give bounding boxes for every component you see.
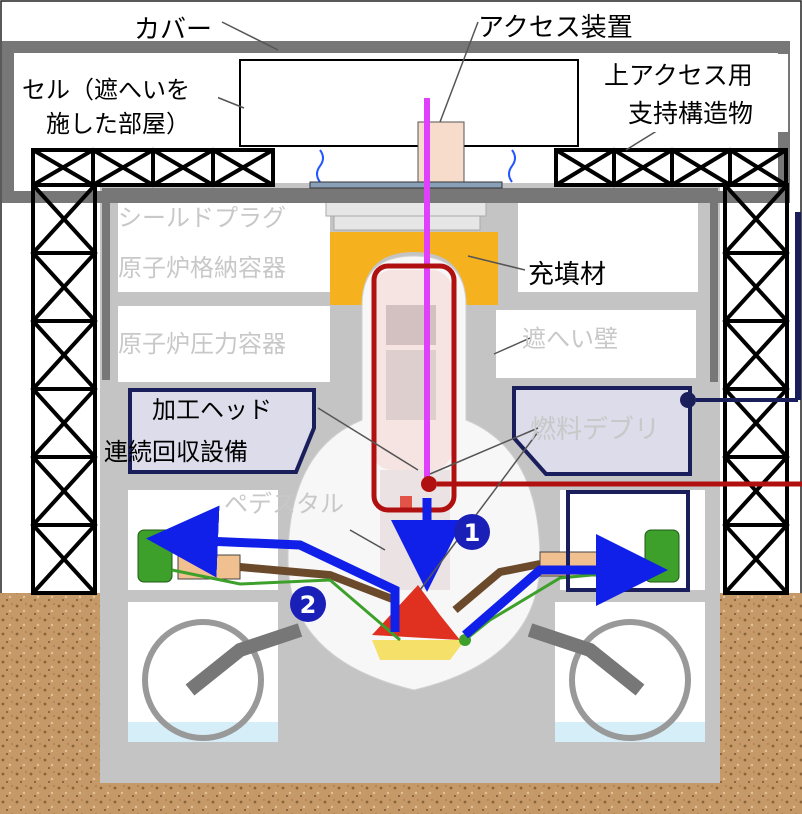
building-wall-outline: [102, 188, 718, 382]
cell-label-line2: 施した部屋）: [46, 110, 190, 138]
pressure-vessel-label: 原子炉圧力容器: [118, 330, 286, 358]
right-recovery-tank: [644, 529, 680, 583]
step-1-number: 1: [464, 519, 481, 547]
left-recovery-tank: [137, 529, 173, 583]
right-pool-manipulator-ring: [569, 619, 691, 741]
flow-arrow-left: [146, 505, 400, 632]
flow-arrow-right: [462, 534, 668, 639]
shield-plug-layer3: [333, 215, 481, 231]
cell-label-line1: セル（遮へいを: [22, 76, 190, 104]
fuel-debris-box: [512, 386, 692, 476]
shield-wall-label: 遮へい壁: [522, 325, 618, 353]
right-pool-room: [555, 602, 705, 742]
left-pool-manipulator-ring: [142, 619, 264, 741]
filling-material: [330, 232, 498, 305]
pedestal-label: ペデスタル: [224, 490, 344, 518]
truss-structure: [30, 147, 790, 595]
access-platform: [309, 181, 503, 189]
cell-room: [239, 59, 579, 147]
shield-plug-layer2: [325, 201, 487, 217]
cover-label: カバー: [134, 15, 212, 45]
access-device-label: アクセス装置: [478, 13, 633, 43]
debris-base: [372, 640, 465, 660]
right-bellows-seal: [508, 149, 516, 183]
left-arm-boom: [239, 563, 397, 604]
left-pool-manipulator-arm: [185, 623, 303, 696]
recovery-equipment-label: 連続回収設備: [104, 438, 248, 466]
left-arm-base: [177, 554, 241, 580]
cell-label-bg: [20, 68, 218, 140]
shield-plug-label: シールドプラグ: [118, 204, 286, 232]
left-bellows-seal: [316, 149, 324, 183]
containment-chamber: [118, 200, 330, 292]
filling-material-label: 充填材: [528, 260, 606, 290]
pedestal-structure: [380, 470, 450, 590]
containment-vessel-label: 原子炉格納容器: [118, 254, 286, 282]
upper-support-label-line1: 上アクセス用: [604, 61, 753, 90]
processing-head-label: 加工ヘッド: [152, 396, 272, 424]
processing-zone-marker: [421, 476, 437, 492]
processing-head-box: [128, 388, 316, 474]
fuel-debris-label: 燃料デブリ: [530, 415, 660, 445]
right-arm-boom: [452, 560, 541, 614]
step-2-marker: 2: [290, 586, 326, 622]
upper-support-label-bg: [592, 54, 788, 132]
fuel-debris-marker: [680, 392, 696, 408]
debris-fragment: [400, 496, 412, 510]
right-upper-chamber: [518, 200, 698, 292]
step-1-marker: 1: [454, 514, 490, 550]
upper-support-label-line2: 支持構造物: [628, 99, 753, 128]
pressure-chamber: [118, 306, 330, 382]
shield-wall-chamber: [496, 310, 696, 378]
processing-zone-box: [371, 263, 457, 513]
right-pool-manipulator-arm: [527, 623, 645, 696]
step-2-number: 2: [300, 591, 317, 619]
